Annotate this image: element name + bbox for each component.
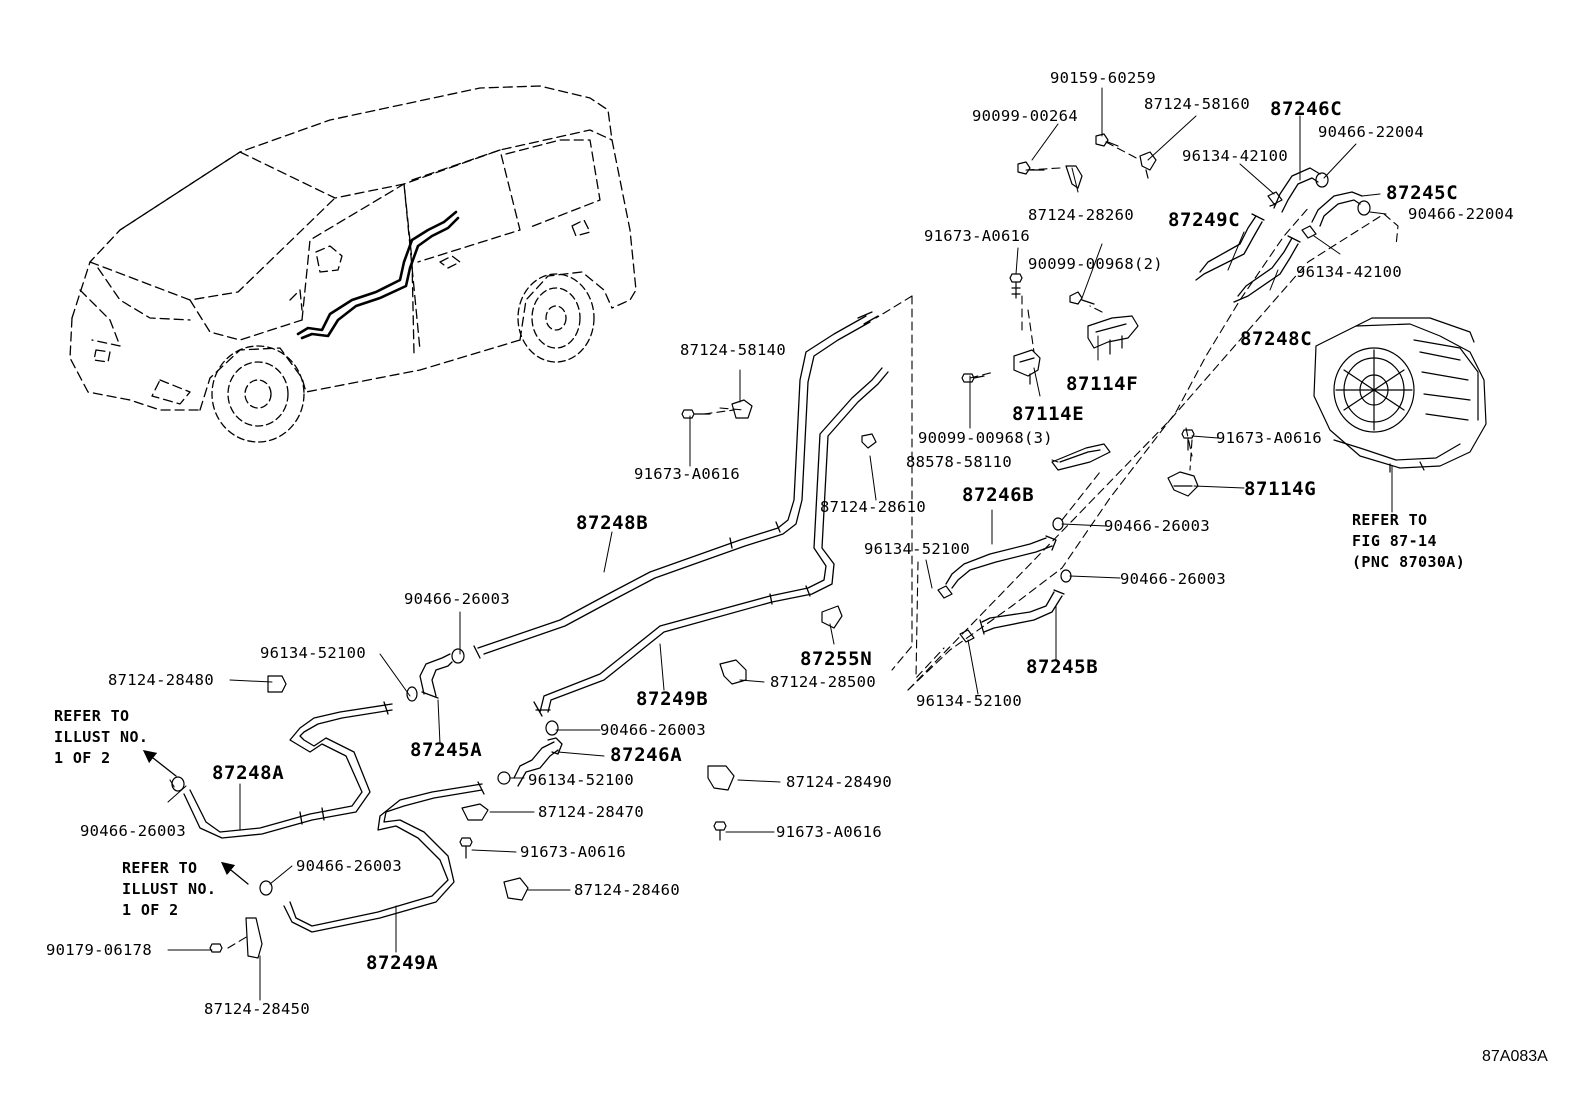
part-label-96134-42100-upper: 96134-42100 xyxy=(1182,147,1288,165)
dashed-guides xyxy=(169,141,1399,949)
part-label-87248a: 87248A xyxy=(212,762,285,784)
part-label-91673-a0616-mid: 91673-A0616 xyxy=(634,465,740,483)
part-label-96134-52100-m: 96134-52100 xyxy=(528,771,634,789)
part-label-87114g: 87114G xyxy=(1244,478,1317,500)
note-refer-illust-lower: REFER TO ILLUST NO. 1 OF 2 xyxy=(122,859,217,919)
pipe-87248c xyxy=(1233,235,1301,303)
note-refer-illust-upper: REFER TO ILLUST NO. 1 OF 2 xyxy=(54,707,149,767)
part-label-87245c: 87245C xyxy=(1386,182,1459,204)
pipe-87249a xyxy=(283,781,485,933)
part-label-90466-22004-lower: 90466-22004 xyxy=(1408,205,1514,223)
part-label-91673-a0616-low-r: 91673-A0616 xyxy=(776,823,882,841)
part-label-87249c: 87249C xyxy=(1168,209,1241,231)
part-label-87124-28460: 87124-28460 xyxy=(574,881,680,899)
part-label-87249a: 87249A xyxy=(366,952,439,974)
part-label-90099-00968-3: 90099-00968(3) xyxy=(918,429,1053,447)
hose-87246a xyxy=(513,737,563,787)
part-label-90466-26003-l1: 90466-26003 xyxy=(80,822,186,840)
part-label-87114f: 87114F xyxy=(1066,373,1139,395)
part-label-96134-52100-r1: 96134-52100 xyxy=(864,540,970,558)
refer-arrows xyxy=(142,749,249,885)
vehicle-highlighted-pipe xyxy=(296,210,460,340)
vehicle-outline xyxy=(69,85,637,411)
part-label-91673-a0616-right: 91673-A0616 xyxy=(1216,429,1322,447)
part-label-87114e: 87114E xyxy=(1012,403,1085,425)
part-label-87124-28470: 87124-28470 xyxy=(538,803,644,821)
vehicle-wheels xyxy=(211,273,595,443)
part-label-90179-06178: 90179-06178 xyxy=(46,941,152,959)
note-refer-fig: REFER TO FIG 87-14 (PNC 87030A) xyxy=(1352,511,1466,571)
part-label-87124-28450: 87124-28450 xyxy=(204,1000,310,1018)
part-label-87124-28610: 87124-28610 xyxy=(820,498,926,516)
figure-code: 87A083A xyxy=(1482,1048,1548,1065)
part-label-87124-28500: 87124-28500 xyxy=(770,673,876,691)
part-label-90099-00264: 90099-00264 xyxy=(972,107,1078,125)
part-label-87124-28260: 87124-28260 xyxy=(1028,206,1134,224)
part-label-88578-58110: 88578-58110 xyxy=(906,453,1012,471)
part-label-87255n: 87255N xyxy=(800,648,873,670)
part-label-90466-26003-m2: 90466-26003 xyxy=(600,721,706,739)
hose-87245b xyxy=(979,589,1065,635)
part-label-90466-26003-r2: 90466-26003 xyxy=(1120,570,1226,588)
pipe-87248b xyxy=(473,311,879,659)
part-label-91673-a0616-low-m: 91673-A0616 xyxy=(520,843,626,861)
part-label-96134-52100-r2: 96134-52100 xyxy=(916,692,1022,710)
part-label-90159-60259: 90159-60259 xyxy=(1050,69,1156,87)
part-label-87246b: 87246B xyxy=(962,484,1035,506)
part-label-87124-58160: 87124-58160 xyxy=(1144,95,1250,113)
part-label-87248b: 87248B xyxy=(576,512,649,534)
part-label-96134-52100-l1: 96134-52100 xyxy=(260,644,366,662)
part-label-87245b: 87245B xyxy=(1026,656,1099,678)
part-label-90466-22004-upper: 90466-22004 xyxy=(1318,123,1424,141)
hose-87245a xyxy=(419,653,453,699)
part-label-90099-00968-2: 90099-00968(2) xyxy=(1028,255,1163,273)
small-parts xyxy=(171,133,1371,959)
hose-87245c xyxy=(1311,191,1363,227)
part-label-87248c: 87248C xyxy=(1240,328,1313,350)
hvac-unit xyxy=(1313,317,1487,473)
part-label-91673-a0616-top: 91673-A0616 xyxy=(924,227,1030,245)
part-label-87124-28490: 87124-28490 xyxy=(786,773,892,791)
hose-87246c xyxy=(1273,167,1321,213)
part-label-90466-26003-r1: 90466-26003 xyxy=(1104,517,1210,535)
part-label-90466-26003-l2: 90466-26003 xyxy=(296,857,402,875)
part-label-87246a: 87246A xyxy=(610,744,683,766)
part-label-87124-58140: 87124-58140 xyxy=(680,341,786,359)
hose-87246b xyxy=(945,535,1057,589)
part-label-87124-28480: 87124-28480 xyxy=(108,671,214,689)
part-label-96134-42100-lower: 96134-42100 xyxy=(1296,263,1402,281)
pipe-87249c xyxy=(1195,213,1265,281)
pipe-87249b xyxy=(533,367,889,717)
part-label-87249b: 87249B xyxy=(636,688,709,710)
part-label-87245a: 87245A xyxy=(410,739,483,761)
part-label-90466-26003-m1: 90466-26003 xyxy=(404,590,510,608)
part-label-87246c: 87246C xyxy=(1270,98,1343,120)
leader-lines xyxy=(167,87,1393,1001)
